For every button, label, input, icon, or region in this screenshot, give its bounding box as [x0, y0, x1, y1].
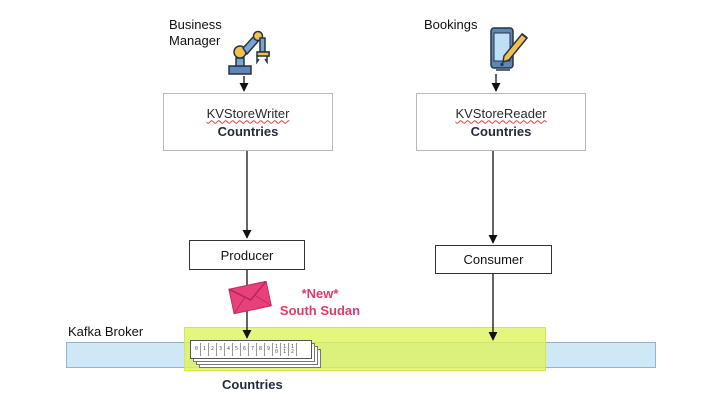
log-cell: 6	[241, 343, 249, 356]
log-cell: 2	[209, 343, 217, 356]
kvstore-reader-title: KVStoreReader	[455, 105, 547, 121]
log-cell: 1	[201, 343, 209, 356]
robot-arm-icon	[228, 30, 270, 75]
log-cell: 0	[193, 343, 201, 356]
kvstore-writer-subtitle: Countries	[217, 123, 279, 139]
topic-log	[190, 340, 312, 359]
kvstore-writer-box: KVStoreWriter Countries	[163, 93, 333, 151]
log-cell: 7	[249, 343, 257, 356]
kvstore-reader-subtitle: Countries	[470, 123, 532, 139]
new-message-note: *New* South Sudan	[279, 286, 361, 318]
log-cell: 5	[233, 343, 241, 356]
business-manager-label: Business Manager	[169, 17, 222, 48]
bookings-label: Bookings	[424, 17, 478, 32]
topic-label: Countries	[222, 377, 283, 392]
envelope-icon	[228, 280, 272, 315]
kvstore-reader-box: KVStoreReader Countries	[416, 93, 586, 151]
log-cell: 1 1	[281, 343, 289, 356]
log-cell: 9	[265, 343, 273, 356]
log-cell: 1 2	[289, 343, 297, 356]
log-cell: 3	[217, 343, 225, 356]
topic-log-cells: 0 1 2 3 4 5 6 7 8 9 1 0 1 1 1 2	[193, 343, 297, 356]
tablet-pen-icon	[490, 27, 529, 71]
log-cell: 1 0	[273, 343, 281, 356]
log-cell: 8	[257, 343, 265, 356]
consumer-box: Consumer	[435, 245, 552, 274]
log-cell: 4	[225, 343, 233, 356]
producer-box: Producer	[189, 240, 305, 270]
kafka-broker-label: Kafka Broker	[68, 324, 144, 339]
kvstore-writer-title: KVStoreWriter	[206, 105, 290, 121]
